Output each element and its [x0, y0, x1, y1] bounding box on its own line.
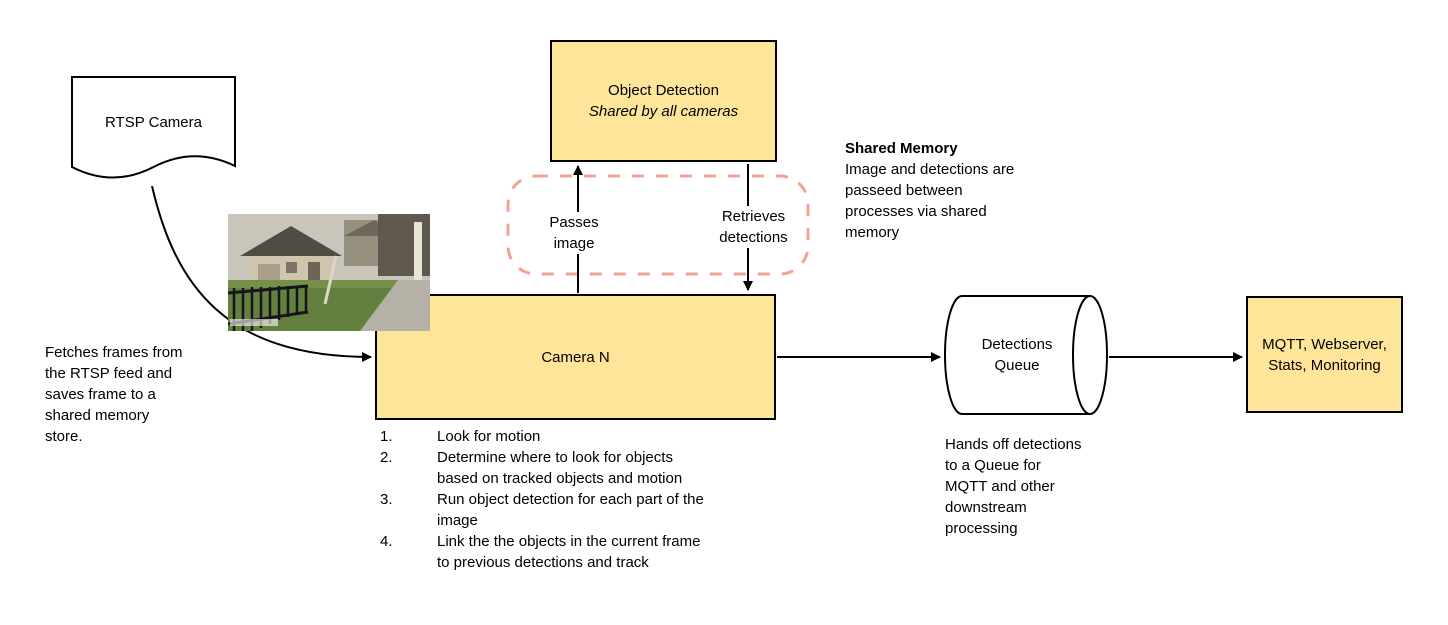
detections-queue-cylinder	[944, 295, 1108, 415]
rtsp-camera-document-shape	[71, 76, 236, 179]
edge-label-passes-image: Passes image	[537, 212, 611, 254]
node-camera-n: Camera N	[375, 294, 776, 420]
camera-steps-list: Look for motion Determine where to look …	[380, 426, 800, 573]
shared-memory-note: Shared Memory Image and detections are p…	[845, 138, 1057, 243]
camera-step: Determine where to look for objects base…	[380, 447, 683, 487]
edge-label-retrieves-detections: Retrieves detections	[704, 206, 803, 248]
camera-snapshot-image	[227, 214, 430, 331]
shared-memory-note-body: Image and detections are passeed between…	[845, 161, 1015, 241]
shared-memory-region	[506, 174, 810, 276]
node-object-detection: Object Detection Shared by all cameras	[550, 40, 777, 162]
hands-off-note: Hands off detections to a Queue for MQTT…	[945, 436, 1082, 537]
camera-step: Link the the objects in the current fram…	[380, 531, 701, 571]
node-detections-queue-label: Detections Queue	[981, 336, 1053, 374]
camera-n-label: Camera N	[541, 348, 610, 366]
camera-snapshot	[227, 214, 430, 331]
camera-step: Run object detection for each part of th…	[380, 489, 704, 529]
camera-step: Look for motion	[380, 426, 541, 447]
arrow-rtsp-to-camera	[151, 185, 372, 362]
node-rtsp-camera-label: RTSP Camera	[105, 114, 202, 131]
object-detection-title: Object Detection	[608, 82, 719, 99]
shared-memory-note-title: Shared Memory	[845, 140, 958, 157]
object-detection-subtitle: Shared by all cameras	[588, 103, 739, 120]
fetch-frames-note: Fetches frames from the RTSP feed and sa…	[45, 344, 183, 445]
node-outputs: MQTT, Webserver, Stats, Monitoring	[1246, 296, 1403, 413]
